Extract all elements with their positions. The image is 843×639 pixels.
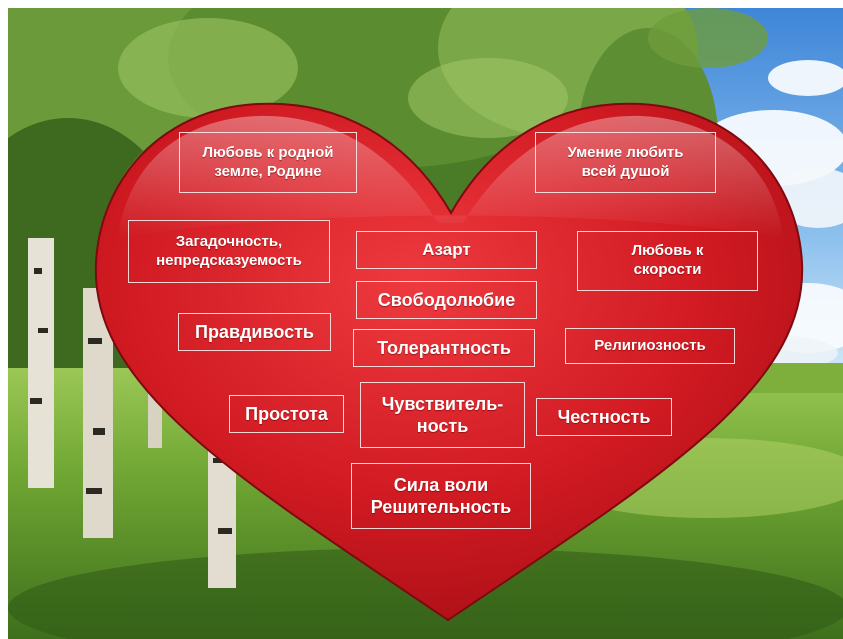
qualities-heart: Любовь к родной земле, Родине Умение люб…: [8, 8, 843, 639]
label-willpower: Сила воли Решительность: [351, 463, 531, 529]
label-mystery: Загадочность, непредсказуемость: [128, 220, 330, 283]
label-sensitivity: Чувствитель- ность: [360, 382, 525, 448]
label-freedom: Свободолюбие: [356, 281, 537, 319]
label-simplicity: Простота: [229, 395, 344, 433]
label-passion: Азарт: [356, 231, 537, 269]
label-tolerance: Толерантность: [353, 329, 535, 367]
label-religiosity: Религиозность: [565, 328, 735, 364]
birch-meadow-background: [8, 8, 843, 639]
label-love-soul: Умение любить всей душой: [535, 132, 716, 193]
slide: Любовь к родной земле, Родине Умение люб…: [8, 8, 843, 639]
label-love-homeland: Любовь к родной земле, Родине: [179, 132, 357, 193]
heart-shape: [94, 102, 804, 622]
label-truthfulness: Правдивость: [178, 313, 331, 351]
label-honesty: Честность: [536, 398, 672, 436]
label-love-speed: Любовь к скорости: [577, 231, 758, 291]
